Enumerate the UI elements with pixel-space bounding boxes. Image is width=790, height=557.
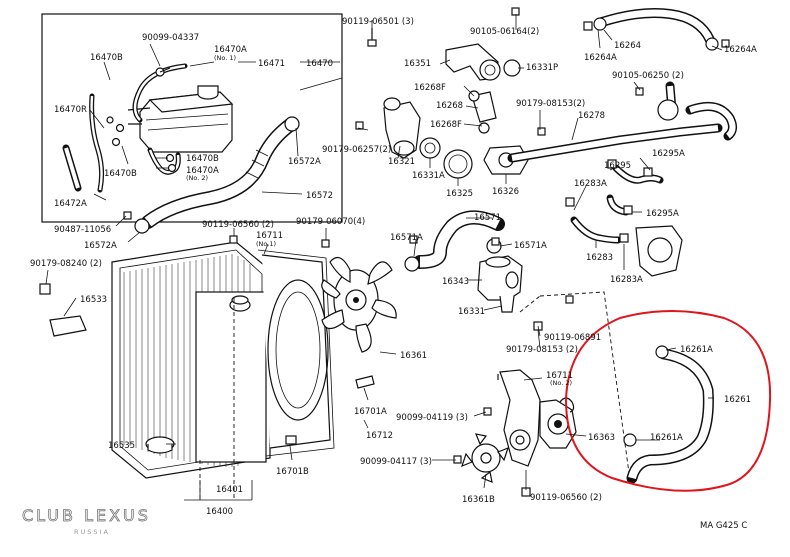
label-90119-06560-top: 90119-06560 (2) bbox=[202, 220, 274, 230]
label-16401: 16401 bbox=[216, 485, 243, 495]
highlight-circle bbox=[564, 310, 772, 492]
label-16571a-right: 16571A bbox=[514, 241, 547, 251]
label-16321: 16321 bbox=[388, 157, 415, 167]
label-16711-no2: 16711 bbox=[546, 371, 573, 381]
gasket-16331p bbox=[503, 59, 521, 77]
label-16268f-bottom: 16268F bbox=[430, 120, 462, 130]
label-no2: (No. 2) bbox=[186, 174, 208, 182]
label-16331p: 16331P bbox=[526, 63, 558, 73]
label-16361b: 16361B bbox=[462, 495, 495, 505]
label-16325: 16325 bbox=[446, 189, 473, 199]
hose-clamp bbox=[284, 116, 300, 132]
water-pump-bracket bbox=[499, 369, 577, 467]
reservoir-inset-box bbox=[41, 13, 343, 223]
label-16470b-top: 16470B bbox=[90, 53, 123, 63]
label-16283: 16283 bbox=[586, 253, 613, 263]
reservoir-tank bbox=[127, 85, 234, 153]
label-16470b-left: 16470B bbox=[104, 169, 137, 179]
label-90179-08153-bottom: 90179-08153 (2) bbox=[506, 345, 578, 355]
watermark-subtitle: RUSSIA bbox=[74, 528, 110, 536]
label-16295a-top: 16295A bbox=[652, 149, 685, 159]
label-diagram-code: MA G425 C bbox=[700, 521, 747, 531]
hose-clamp bbox=[134, 218, 150, 234]
label-16470r: 16470R bbox=[54, 105, 87, 115]
label-16361: 16361 bbox=[400, 351, 427, 361]
label-16326: 16326 bbox=[492, 187, 519, 197]
label-16471: 16471 bbox=[258, 59, 285, 69]
pipe-16268 bbox=[468, 90, 497, 134]
label-16400: 16400 bbox=[206, 507, 233, 517]
label-90487-11056: 90487-11056 bbox=[54, 225, 111, 235]
label-90119-06891: 90119-06891 bbox=[544, 333, 601, 343]
radiator-assembly bbox=[111, 241, 271, 479]
label-16363: 16363 bbox=[588, 433, 615, 443]
label-no1: (No. 1) bbox=[214, 54, 236, 62]
label-16261a-bottom: 16261A bbox=[650, 433, 683, 443]
label-16264a-right: 16264A bbox=[724, 45, 757, 55]
label-90179-08240: 90179-08240 (2) bbox=[30, 259, 102, 269]
label-16261a-top: 16261A bbox=[680, 345, 713, 355]
water-outlet-housing bbox=[477, 255, 523, 313]
label-16571: 16571 bbox=[474, 213, 501, 223]
fan-small bbox=[461, 433, 509, 483]
label-no2-b: (No. 2) bbox=[550, 379, 572, 387]
thermostat-housing bbox=[383, 97, 421, 159]
label-16261: 16261 bbox=[724, 395, 751, 405]
label-90119-06501: 90119-06501 (3) bbox=[342, 17, 414, 27]
fan-shroud bbox=[257, 249, 335, 457]
bracket-16533 bbox=[49, 315, 87, 337]
label-16268: 16268 bbox=[436, 101, 463, 111]
valve-body bbox=[635, 225, 683, 277]
label-16351: 16351 bbox=[404, 59, 431, 69]
label-16470a-2: 16470A bbox=[186, 166, 219, 176]
label-90105-06250: 90105-06250 (2) bbox=[612, 71, 684, 81]
label-90179-06070: 90179-06070(4) bbox=[296, 217, 365, 227]
label-16571a-left: 16571A bbox=[390, 233, 423, 243]
label-16278: 16278 bbox=[578, 111, 605, 121]
watermark-title: CLUB LEXUS bbox=[22, 506, 151, 525]
cooling-fan bbox=[321, 256, 397, 353]
label-16572a-top: 16572A bbox=[288, 157, 321, 167]
label-16295: 16295 bbox=[604, 161, 631, 171]
elbow-16351 bbox=[445, 43, 501, 81]
label-90179-06257: 90179-06257(2) bbox=[322, 145, 391, 155]
label-90099-04117: 90099-04117 (3) bbox=[360, 457, 432, 467]
label-16264: 16264 bbox=[614, 41, 641, 51]
part-labels: 90119-06501 (3) 90105-06164(2) 16264 162… bbox=[30, 17, 757, 531]
label-16472a: 16472A bbox=[54, 199, 87, 209]
label-16535: 16535 bbox=[108, 441, 135, 451]
label-16533: 16533 bbox=[80, 295, 107, 305]
label-16264a-left: 16264A bbox=[584, 53, 617, 63]
label-16572a-bottom: 16572A bbox=[84, 241, 117, 251]
label-16711-no1: 16711 bbox=[256, 231, 283, 241]
label-16331a: 16331A bbox=[412, 171, 445, 181]
label-no1-b: (No.1) bbox=[256, 240, 276, 248]
label-16331: 16331 bbox=[458, 307, 485, 317]
label-90099-04119: 90099-04119 (3) bbox=[396, 413, 468, 423]
label-90099-04337: 90099-04337 bbox=[142, 33, 199, 43]
label-16701b: 16701B bbox=[276, 467, 309, 477]
label-16572: 16572 bbox=[306, 191, 333, 201]
label-16470b-mid: 16470B bbox=[186, 154, 219, 164]
leader-lines bbox=[45, 14, 723, 490]
fastener-markers bbox=[39, 7, 730, 497]
label-16701a: 16701A bbox=[354, 407, 387, 417]
label-16283a-bottom: 16283A bbox=[610, 275, 643, 285]
label-90105-06164: 90105-06164(2) bbox=[470, 27, 539, 37]
label-16470a-1: 16470A bbox=[214, 45, 247, 55]
label-90179-08153-top: 90179-08153(2) bbox=[516, 99, 585, 109]
label-16712: 16712 bbox=[366, 431, 393, 441]
label-90119-06560-bottom: 90119-06560 (2) bbox=[530, 493, 602, 503]
label-16268f-top: 16268F bbox=[414, 83, 446, 93]
label-16283a-top: 16283A bbox=[574, 179, 607, 189]
label-16343: 16343 bbox=[442, 277, 469, 287]
label-16295a-right: 16295A bbox=[646, 209, 679, 219]
thermostat bbox=[419, 137, 441, 159]
label-16470: 16470 bbox=[306, 59, 333, 69]
